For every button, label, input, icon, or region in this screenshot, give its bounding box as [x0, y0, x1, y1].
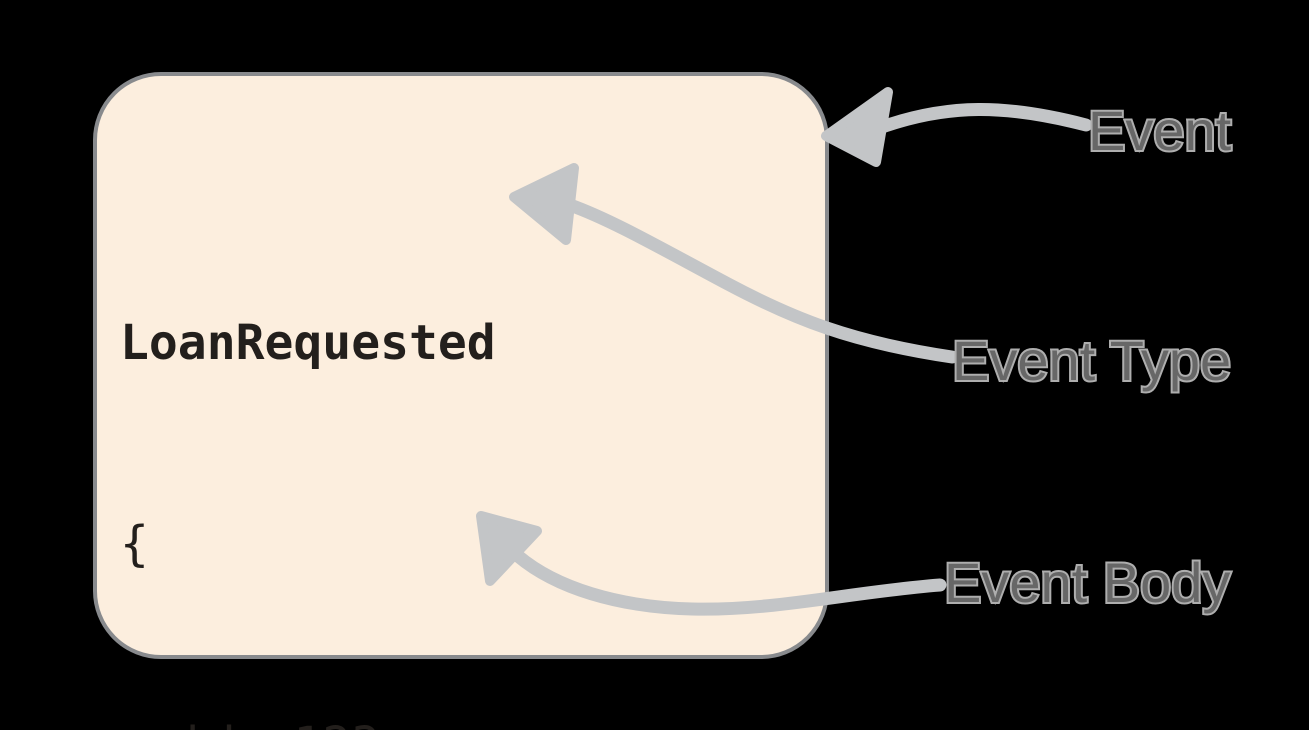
- event-body-label: Event Body: [944, 551, 1230, 614]
- event-arrow-line: [875, 103, 1093, 134]
- event-arrowhead: [821, 87, 893, 167]
- event-arrow: [821, 87, 1093, 167]
- event-body-line: {: [120, 516, 149, 572]
- event-label: Event: [1088, 99, 1232, 162]
- event-body-line: id: 123,: [120, 712, 785, 730]
- event-type-name: LoanRequested: [120, 315, 496, 371]
- event-type-label: Event Type: [952, 329, 1231, 392]
- event-code: LoanRequested { id: 123, amount: 100, bo…: [120, 176, 785, 730]
